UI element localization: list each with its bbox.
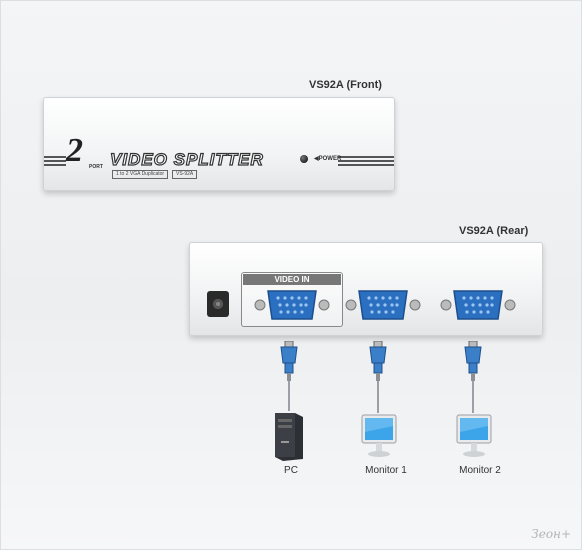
cable-pc [288,381,290,411]
vga-plug-monitor-1-icon [369,341,387,381]
panel-stripe [44,164,66,166]
rear-panel: VIDEO IN [189,242,543,336]
vga-plug-pc-icon [280,341,298,381]
panel-stripe [44,160,66,162]
power-led-icon [300,155,308,163]
rear-panel-title: VS92A (Rear) [459,225,529,237]
vga-input-port-icon [254,290,330,320]
pc-tower-icon [275,413,303,461]
vga-output-port-1-icon [345,290,421,320]
vga-output-port-2-icon [440,290,516,320]
panel-stripe [338,160,394,162]
monitor-2-label: Monitor 2 [459,465,501,476]
cable-monitor-2 [472,381,474,413]
front-panel: 2 PORT VIDEO SPLITTER 1 to 2 VGA Duplica… [43,97,395,191]
video-in-label: VIDEO IN [243,274,341,285]
cable-monitor-1 [377,381,379,413]
monitor-1-icon [361,414,397,457]
port-word: PORT [89,164,103,170]
product-model: VS-92A [172,170,198,179]
panel-stripe [338,156,394,158]
power-label: ◀POWER [314,156,342,162]
watermark-text: Зеон+ [531,527,571,541]
power-jack-icon [207,291,229,317]
panel-stripe [338,164,394,166]
monitor-2-icon [456,414,492,457]
product-subtitle: 1 to 2 VGA Duplicator [112,170,169,179]
panel-stripe [44,156,66,158]
vga-plug-monitor-2-icon [464,341,482,381]
product-name: VIDEO SPLITTER [109,149,264,169]
front-panel-title: VS92A (Front) [309,79,382,91]
port-count: 2 [66,132,83,169]
monitor-1-label: Monitor 1 [365,465,407,476]
pc-label: PC [284,465,298,476]
